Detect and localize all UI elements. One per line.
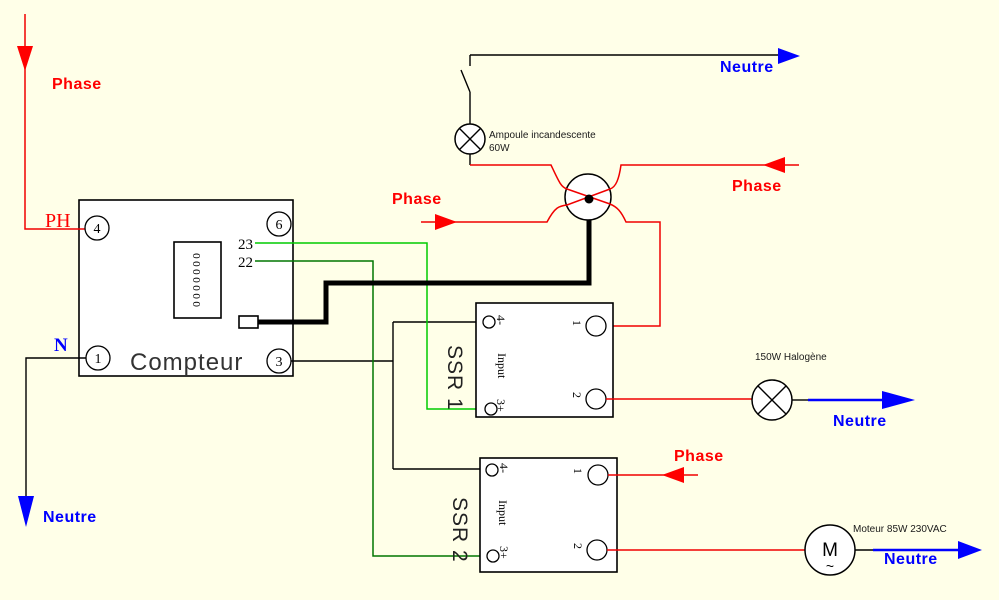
ssr2-pin4-label: 4- <box>497 463 511 473</box>
neutre-out-label: Neutre <box>43 509 97 526</box>
ssr1-pin2-label: 2 <box>570 392 584 398</box>
meter-ph-label: PH <box>45 210 71 232</box>
motor-label: Moteur 85W 230VAC <box>853 524 947 535</box>
motor-symbol: M <box>822 540 838 561</box>
ssr2-pin2-label: 2 <box>571 543 585 549</box>
ssr2-pin1-label: 1 <box>571 468 585 474</box>
ssr1-pin4 <box>482 315 496 329</box>
ssr1-pin2 <box>585 388 607 410</box>
ssr2-pin2 <box>586 539 608 561</box>
neutre-out-arrow-icon <box>18 496 34 527</box>
neutre-halogen-label: Neutre <box>833 413 887 430</box>
halogen-label: 150W Halogène <box>755 352 827 363</box>
ssr2-input-label: Input <box>496 500 510 526</box>
wire-22 <box>255 260 487 557</box>
ssr1-pin1 <box>585 315 607 337</box>
meter-name: Compteur <box>130 349 243 376</box>
meter-n-label: N <box>54 335 68 356</box>
wire-22-label: 22 <box>238 255 253 271</box>
neutre-top-label: Neutre <box>720 59 774 76</box>
meter-terminal-3 <box>266 348 292 374</box>
sensor-lead-wire <box>258 201 592 325</box>
neutral-out-wire <box>25 357 86 496</box>
ssr2-pin3-label: 3+ <box>497 546 511 559</box>
meter-sensor-port <box>238 315 259 329</box>
meter-terminal-4-label: 4 <box>94 222 101 237</box>
ssr1-pin3-label: 3+ <box>494 399 508 412</box>
phase-in-left-arrow-icon <box>435 214 457 230</box>
wire-23 <box>255 242 485 410</box>
halogen-lamp-cross <box>757 385 787 415</box>
motor-wave-symbol: ~ <box>826 558 834 574</box>
ssr1-pin1-label: 1 <box>570 320 584 326</box>
meter-terminal-1 <box>85 345 111 371</box>
ssr2-pin1 <box>587 464 609 486</box>
incandescent-power: 60W <box>489 143 510 154</box>
phase-in-right-label: Phase <box>732 178 782 195</box>
wire-23-label: 23 <box>238 237 253 253</box>
phase-wire-through-toroid-a <box>470 164 661 327</box>
phase-in-label: Phase <box>52 76 102 93</box>
ssr-common-control-wire <box>291 321 486 470</box>
ssr2-title: SSR 2 <box>448 497 471 563</box>
meter-display-digits: 0000000 <box>190 253 201 309</box>
neutre-top-arrow-icon <box>778 48 800 64</box>
ssr2-pin4 <box>485 463 499 477</box>
meter-display <box>173 241 222 319</box>
meter-terminal-1-label: 1 <box>95 352 102 367</box>
ssr1-pin3 <box>484 402 498 416</box>
meter-terminal-6-label: 6 <box>276 218 283 233</box>
meter-terminal-3-label: 3 <box>276 355 283 370</box>
meter-terminal-4 <box>84 215 110 241</box>
phase-feed-wire <box>24 14 85 230</box>
phase-ssr2-arrow-icon <box>662 467 684 483</box>
phase-in-left-label: Phase <box>392 191 442 208</box>
phase-ssr2-label: Phase <box>674 448 724 465</box>
ssr1-title: SSR 1 <box>443 345 466 411</box>
ssr1-input-label: Input <box>495 353 509 379</box>
meter-terminal-6 <box>266 211 292 237</box>
bulb-switch-wire <box>460 54 778 165</box>
phase-in-arrow-icon <box>17 46 33 71</box>
neutre-motor-arrow-icon <box>958 541 982 559</box>
incandescent-lamp-cross <box>458 127 482 151</box>
toroid-center-dot <box>584 194 594 204</box>
ssr1-pin4-label: 4- <box>494 315 508 325</box>
neutre-motor-label: Neutre <box>884 551 938 568</box>
neutre-halogen-arrow-icon <box>882 391 915 409</box>
ssr2-pin3 <box>486 549 500 563</box>
phase-in-right-arrow-icon <box>763 157 785 173</box>
incandescent-label: Ampoule incandescente <box>489 130 596 141</box>
